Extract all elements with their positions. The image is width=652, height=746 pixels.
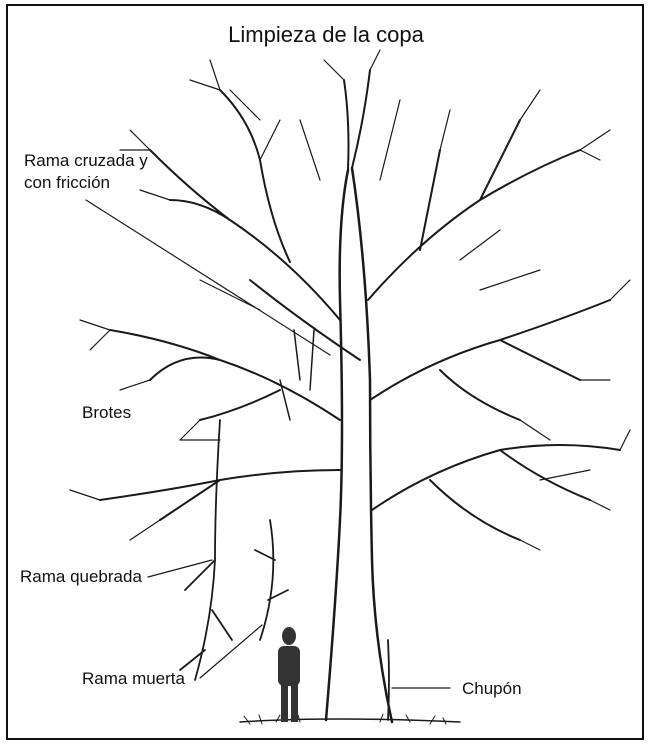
branch-right-low [372,445,620,540]
person-silhouette [278,627,300,722]
label-shoots: Brotes [82,402,131,424]
label-sucker: Chupón [462,678,522,700]
branch-left-low [100,470,340,520]
diagram-title: Limpieza de la copa [0,22,652,48]
dead-branch [255,520,288,640]
shoots [280,330,314,420]
broken-branch [180,420,232,680]
branch-right-mid [370,300,610,420]
label-dead-branch: Rama muerta [82,668,185,690]
sucker [388,640,389,720]
branch-left-upper [150,90,340,320]
label-crossed-branch-line2: con fricción [24,172,194,194]
branch-right-upper [368,120,580,300]
leader-dead [200,625,262,678]
crossed-branch [250,280,360,360]
leader-broken [148,560,212,577]
label-broken-branch: Rama quebrada [20,566,142,588]
branch-left-mid [110,330,340,420]
twigs [70,50,630,550]
trunk [326,168,392,722]
ground-line [240,719,460,722]
label-crossed-branch: Rama cruzada y con fricción [24,150,194,194]
label-crossed-branch-line1: Rama cruzada y [24,150,194,172]
